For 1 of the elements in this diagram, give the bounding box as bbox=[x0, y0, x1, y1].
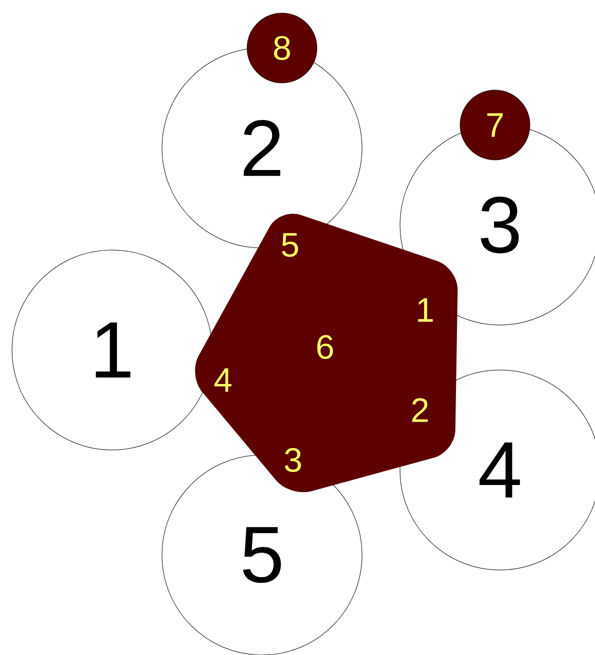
pentagon: 5 1 6 4 2 3 bbox=[195, 214, 458, 492]
